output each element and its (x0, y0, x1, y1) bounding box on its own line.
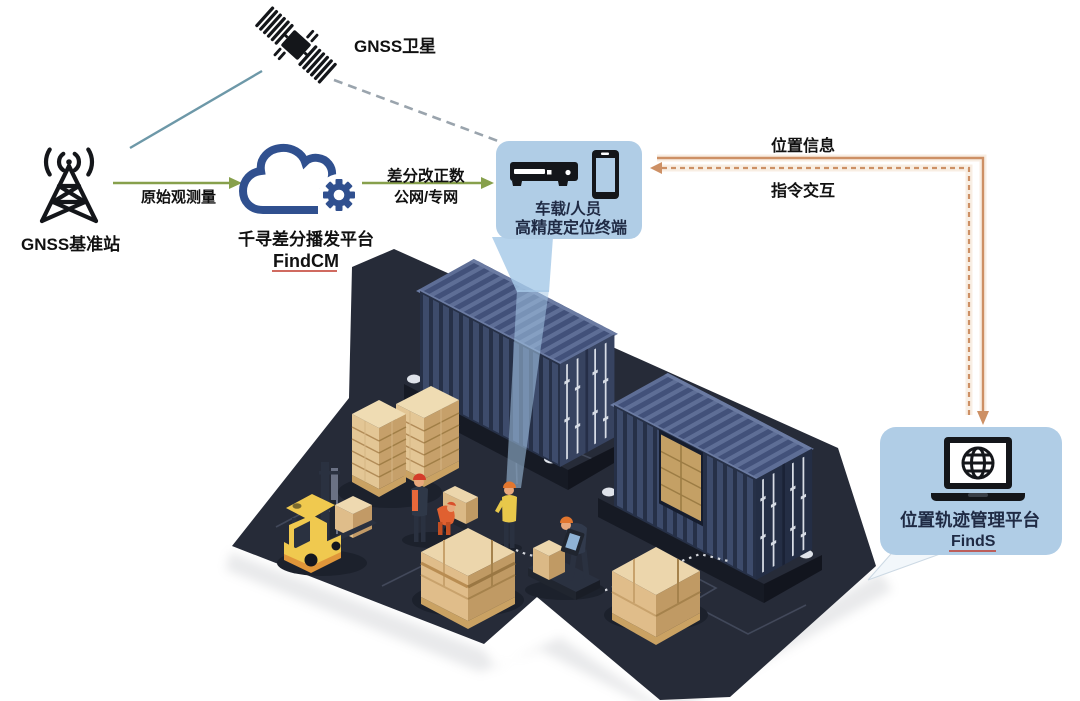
svg-text:差分改正数: 差分改正数 (387, 166, 465, 185)
svg-text:位置信息: 位置信息 (771, 136, 835, 155)
svg-text:GNSS基准站: GNSS基准站 (21, 234, 120, 254)
svg-text:公网/专网: 公网/专网 (394, 188, 458, 206)
svg-text:FindCM: FindCM (273, 251, 339, 271)
svg-text:GNSS卫星: GNSS卫星 (354, 37, 436, 56)
svg-text:位置轨迹管理平台: 位置轨迹管理平台 (900, 510, 1040, 530)
svg-text:FindS: FindS (951, 533, 996, 550)
svg-text:车载/人员: 车载/人员 (535, 199, 601, 218)
svg-text:千寻差分播发平台: 千寻差分播发平台 (238, 229, 374, 249)
svg-text:指令交互: 指令交互 (771, 181, 835, 200)
svg-text:原始观测量: 原始观测量 (141, 188, 216, 206)
svg-text:高精度定位终端: 高精度定位终端 (515, 218, 627, 237)
